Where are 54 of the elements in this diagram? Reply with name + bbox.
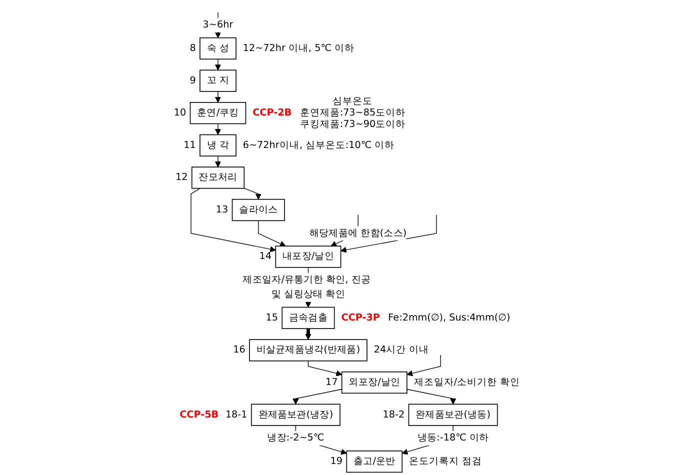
node-box: 잔모처리: [191, 166, 245, 189]
ccp-label: CCP-5B: [180, 409, 219, 420]
arrow: [308, 360, 342, 376]
step-number: 10: [174, 108, 186, 119]
note-text: 6~72hr이내, 심부온도:10℃ 이하: [242, 140, 395, 151]
arrow: [406, 354, 441, 376]
step-number: 17: [325, 377, 338, 388]
step-number: 16: [233, 344, 246, 356]
node-box: 숙 성: [200, 37, 236, 60]
ccp-label: CCP-2B: [252, 108, 292, 119]
edge-label: 해당제품에 한함(소스): [309, 228, 407, 239]
note-text: 24시간 이내: [374, 344, 430, 356]
node-box: 외포장/날인: [341, 371, 408, 394]
arrow: [214, 156, 222, 168]
edge-label: 냉동:-18℃ 이하: [417, 432, 489, 444]
step-number: 15: [266, 312, 278, 324]
node-box: 출고/운반: [346, 450, 403, 473]
ccp-label: CCP-3P: [341, 312, 380, 324]
step-number: 8: [190, 42, 196, 54]
node-box: 슬라이스: [232, 198, 285, 222]
step-number: 19: [330, 456, 343, 468]
note-text: Fe:2mm(∅), Sus:4mm(∅): [388, 312, 510, 324]
step-number: 14: [259, 251, 272, 262]
arrow: [292, 388, 342, 404]
step-number: 12: [176, 172, 188, 184]
arrow: [214, 58, 222, 70]
step-number: 18-1: [225, 409, 248, 420]
node-box: 꼬 지: [200, 70, 236, 92]
edge-label: 제조일자/유통기한 확인, 진공 및 실링상태 확인: [242, 274, 371, 300]
edge-label: 3~6hr: [202, 19, 234, 30]
arrow: [340, 214, 437, 253]
step-number: 13: [216, 204, 228, 216]
arrow: [214, 123, 222, 135]
note-text: 12~72hr 이내, 5℃ 이하: [242, 42, 355, 54]
node-box: 완제품보관(냉장): [250, 404, 340, 426]
node-box: 훈연/쿠킹: [190, 102, 246, 124]
arrow: [190, 188, 276, 252]
node-box: 완제품보관(냉동): [408, 404, 498, 426]
arrow: [214, 91, 222, 103]
step-number: 18-2: [382, 409, 405, 420]
note-text: 심부온도 훈연제품:73~85도이하 쿠킹제품:73~90도이하: [300, 96, 406, 130]
node-box: 내포장/날인: [275, 246, 342, 268]
note-text: 제조일자/소비기한 확인: [414, 377, 520, 388]
node-box: 비살균제품냉각(반제품): [249, 339, 368, 362]
arrow: [258, 220, 286, 247]
arrow: [244, 188, 262, 200]
step-number: 11: [184, 140, 196, 151]
edge-label: 냉장:-2~5℃: [267, 432, 324, 444]
step-number: 9: [190, 75, 196, 86]
node-box: 금속검출: [282, 306, 335, 329]
node-box: 냉 각: [200, 134, 236, 156]
note-text: 온도기록지 점검: [409, 456, 482, 468]
arrow: [406, 388, 456, 404]
arrow: [305, 328, 312, 340]
